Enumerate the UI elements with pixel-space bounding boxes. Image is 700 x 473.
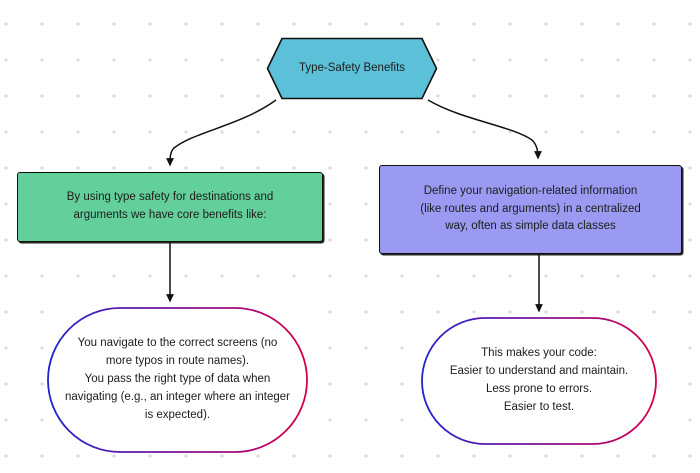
node-label-green: By using type safety for destinations an… <box>66 191 274 221</box>
node-centralized-navigation-info[interactable]: Define your navigation-related informati… <box>379 165 682 254</box>
edge-hex-to-purple <box>427 99 542 160</box>
hexagon-shape <box>266 37 438 100</box>
node-label-purple: Define your navigation-related informati… <box>420 184 641 233</box>
node-label-hex: Type-Safety Benefits <box>298 61 406 74</box>
node-correct-screens-benefits[interactable]: You navigate to the correct screens (no … <box>47 307 308 453</box>
node-core-benefits-intro[interactable]: By using type safety for destinations an… <box>17 172 323 242</box>
edge-hex-to-green <box>166 99 277 167</box>
node-label-right-stadium: This makes your code: Easier to understa… <box>449 347 629 413</box>
node-label-left-stadium: You navigate to the correct screens (no … <box>64 337 291 421</box>
stadium-shape-left <box>47 307 308 453</box>
node-code-quality-benefits[interactable]: This makes your code: Easier to understa… <box>421 317 657 445</box>
stadium-shape-right <box>421 317 657 445</box>
node-type-safety-benefits[interactable]: Type-Safety Benefits <box>266 37 438 100</box>
